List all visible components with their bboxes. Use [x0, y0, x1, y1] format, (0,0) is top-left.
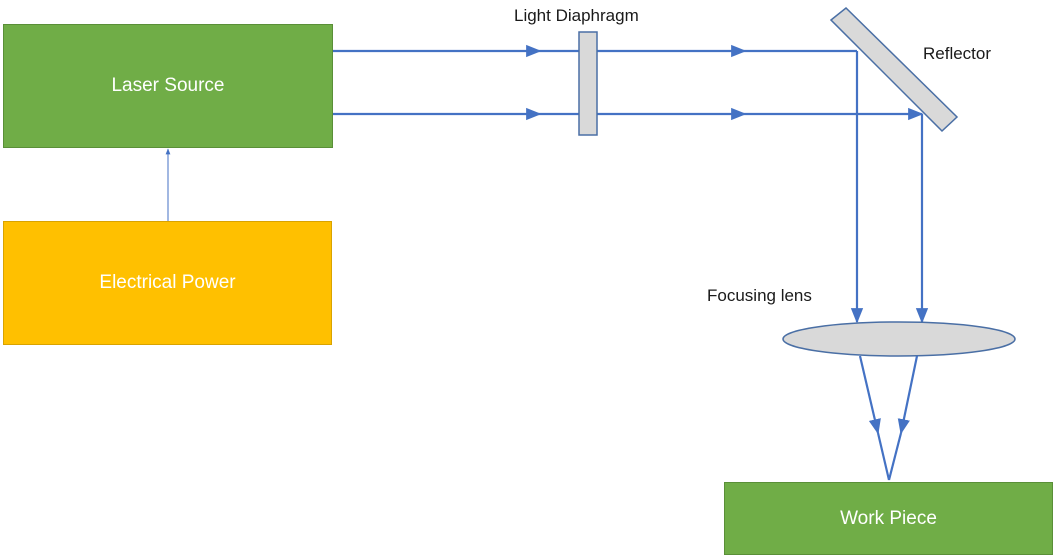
- focusing-lens-label: Focusing lens: [707, 286, 812, 305]
- work-piece-box: Work Piece: [724, 482, 1053, 555]
- work-piece-label: Work Piece: [840, 507, 937, 529]
- beam-converge-right-2: [887, 432, 903, 481]
- beam-converge-left-2: [876, 432, 891, 481]
- electrical-power-box: Electrical Power: [3, 221, 332, 345]
- light-diaphragm: [578, 31, 598, 136]
- laser-source-box: Laser Source: [3, 24, 333, 148]
- laser-source-label: Laser Source: [111, 75, 225, 96]
- electrical-power-label: Electrical Power: [99, 272, 236, 293]
- light-diaphragm-label: Light Diaphragm: [514, 6, 639, 25]
- reflector-label: Reflector: [923, 44, 992, 63]
- reflector: [829, 6, 959, 133]
- focusing-lens: [782, 321, 1016, 357]
- beam-converge-right-1: [897, 355, 919, 435]
- beam-converge-left-1: [858, 355, 881, 435]
